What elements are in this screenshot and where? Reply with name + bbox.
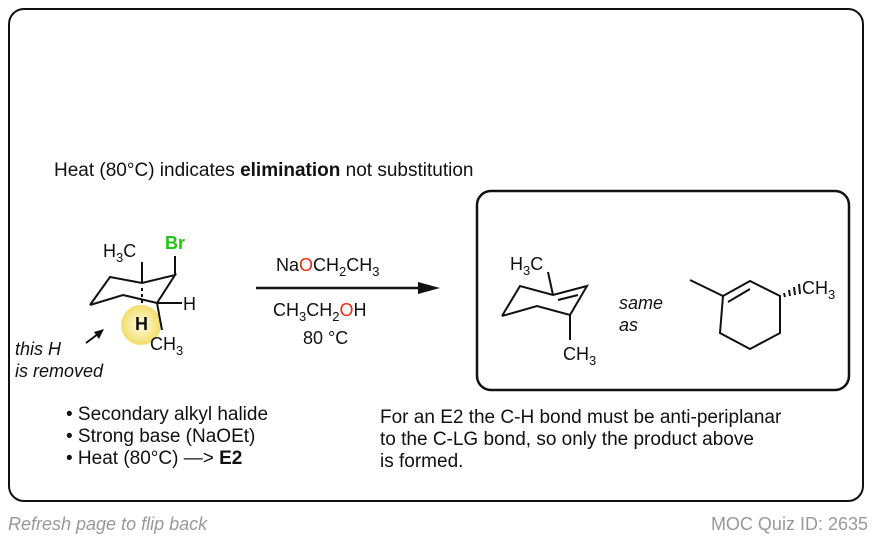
- explanation: For an E2 the C-H bond must be anti-peri…: [380, 407, 781, 473]
- product-box: [475, 189, 851, 392]
- temperature-label: 80 °C: [303, 328, 348, 348]
- bullet-2: • Strong base (NaOEt): [66, 426, 256, 447]
- pointer-arrow-icon: [94, 329, 104, 339]
- highlight-circle: [121, 305, 161, 345]
- axial-h-label: H: [135, 314, 148, 334]
- same-as-text-1: same: [619, 293, 663, 313]
- base-label: NaOCH2CH3: [276, 255, 380, 279]
- explanation-line: For an E2 the C-H bond must be anti-peri…: [380, 407, 782, 428]
- flip-back-hint[interactable]: Refresh page to flip back: [8, 514, 208, 534]
- equatorial-h-label: H: [183, 294, 196, 314]
- condition-list: • Secondary alkyl halide • Strong base (…: [66, 404, 268, 470]
- same-as-text-2: as: [619, 315, 638, 335]
- note-line-1: this H: [15, 339, 62, 359]
- explanation-line: is formed.: [380, 451, 464, 472]
- bullet-1: • Secondary alkyl halide: [66, 404, 269, 425]
- card-border: [8, 8, 864, 502]
- product-methyl-bottom: CH3: [563, 344, 596, 368]
- product-methyl-right: CH3: [802, 278, 835, 302]
- bromine-label: Br: [165, 233, 185, 253]
- explanation-line: to the C-LG bond, so only the product ab…: [380, 429, 754, 450]
- headline: Heat (80°C) indicates elimination not su…: [54, 160, 474, 181]
- quiz-id: MOC Quiz ID: 2635: [710, 514, 868, 534]
- arrowhead-icon: [418, 282, 440, 294]
- product-cyclohexene: [689, 279, 801, 351]
- reactant-methyl-bottom: CH3: [150, 334, 183, 358]
- product-chair: [501, 271, 590, 340]
- note-line-2: is removed: [15, 361, 104, 381]
- product-methyl-top: H3C: [510, 254, 543, 278]
- bullet-3: • Heat (80°C) —> E2: [66, 448, 243, 469]
- reactant-methyl-top: H3C: [103, 241, 136, 265]
- solvent-label: CH3CH2OH: [273, 300, 366, 324]
